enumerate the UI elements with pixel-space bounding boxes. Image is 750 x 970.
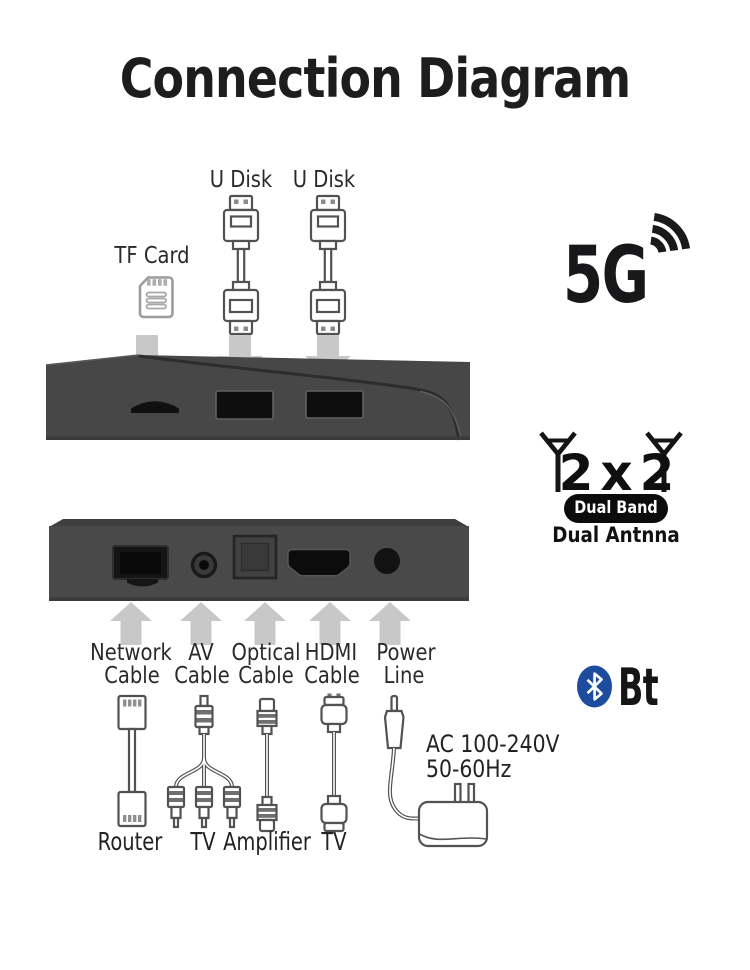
bluetooth-icon xyxy=(577,665,612,708)
device-rear-view xyxy=(49,519,469,601)
av-cable-icon xyxy=(166,694,242,829)
tf-card-icon xyxy=(138,276,174,319)
antenna-2x2-label: 2x2 xyxy=(558,444,682,502)
av-port xyxy=(190,551,218,579)
hdmi-port xyxy=(287,548,351,577)
wifi-arcs-icon xyxy=(649,212,691,254)
port-label-hdmi: HDMI xyxy=(304,640,358,666)
port-label-optical-2: Cable xyxy=(238,663,294,689)
device-label-tv-1: TV xyxy=(190,827,216,856)
device-top-view xyxy=(45,354,470,441)
hdmi-cable-icon xyxy=(320,693,348,833)
tf-card-label: TF Card xyxy=(114,243,190,269)
port-label-hdmi-2: Cable xyxy=(304,663,360,689)
usb-cable-icon-left xyxy=(222,194,260,336)
optical-port xyxy=(232,534,278,580)
usb-cable-icon-right xyxy=(309,194,347,336)
dual-antenna-caption: Dual Antnna xyxy=(552,523,680,548)
dual-band-badge: Dual Band xyxy=(564,494,668,523)
device-label-router: Router xyxy=(97,827,163,856)
usb-port-2 xyxy=(305,390,364,419)
up-arrow-icon-av xyxy=(180,602,222,645)
port-label-av-2: Cable xyxy=(174,663,230,689)
power-spec-voltage: AC 100-240V xyxy=(426,730,560,758)
dual-band-badge-label: Dual Band xyxy=(574,498,658,518)
tf-card-slot xyxy=(131,401,179,413)
power-spec-frequency: 50-60Hz xyxy=(426,755,512,783)
port-label-network-2: Cable xyxy=(104,663,160,689)
port-label-av: AV xyxy=(188,640,214,666)
page-title: Connection Diagram xyxy=(119,47,631,110)
wifi-5g-label: 5G xyxy=(563,231,649,321)
power-adapter-icon xyxy=(383,694,489,848)
up-arrow-icon-hdmi xyxy=(309,602,351,645)
usb-port-1 xyxy=(215,390,274,420)
bluetooth-label: Bt xyxy=(618,658,659,718)
port-label-optical: Optical xyxy=(231,640,301,666)
power-port xyxy=(374,548,400,574)
up-arrow-icon-network xyxy=(110,602,152,645)
device-label-tv-2: TV xyxy=(321,827,347,856)
ethernet-cable-icon xyxy=(117,694,147,828)
port-label-network: Network xyxy=(90,640,172,666)
optical-cable-icon xyxy=(256,697,278,833)
ethernet-port xyxy=(112,545,169,587)
device-label-amplifier: Amplifier xyxy=(223,827,311,856)
u-disk-label-right: U Disk xyxy=(292,167,356,193)
port-label-power: Power xyxy=(376,640,436,666)
port-label-power-2: Line xyxy=(383,663,425,689)
u-disk-label-left: U Disk xyxy=(209,167,273,193)
up-arrow-icon-power xyxy=(369,602,411,645)
up-arrow-icon-optical xyxy=(244,602,286,645)
